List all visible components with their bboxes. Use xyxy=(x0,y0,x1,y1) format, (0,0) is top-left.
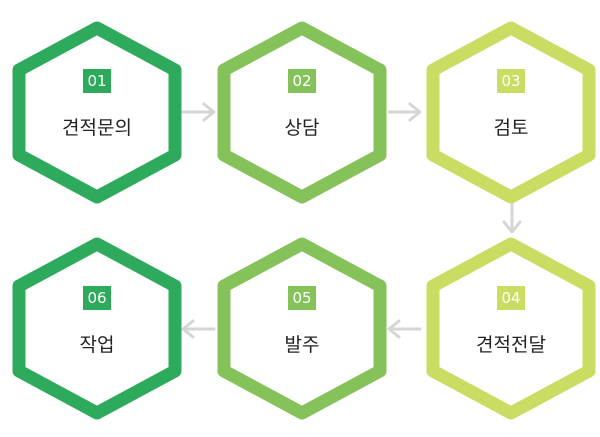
step-5-label: 발주 xyxy=(285,334,320,356)
arrow-down-icon xyxy=(502,198,522,234)
step-6-label: 작업 xyxy=(80,334,115,356)
arrow-right-icon xyxy=(387,102,422,122)
step-2-number-badge xyxy=(288,69,316,93)
step-1-label: 견적문의 xyxy=(62,117,132,139)
step-4-hexagon xyxy=(426,237,596,420)
step-4: 04 견적전달 xyxy=(426,237,596,420)
step-5-number-badge xyxy=(288,286,316,310)
step-5: 05 발주 xyxy=(217,237,387,420)
step-1-number: 01 xyxy=(87,72,106,90)
step-4-number-badge xyxy=(497,286,525,310)
step-3-number-badge xyxy=(497,69,525,93)
step-5-hexagon xyxy=(217,237,387,420)
step-2-hexagon xyxy=(217,21,387,204)
step-6-number-badge xyxy=(83,286,111,310)
step-3-number: 03 xyxy=(501,72,520,90)
step-1: 01 견적문의 xyxy=(12,21,182,204)
step-1-number-badge xyxy=(83,69,111,93)
step-2: 02 상담 xyxy=(217,21,387,204)
step-6-number: 06 xyxy=(87,289,106,307)
step-6-hexagon xyxy=(12,237,182,420)
step-3: 03 검토 xyxy=(426,21,596,204)
step-4-label: 견적전달 xyxy=(476,334,546,356)
step-5-number: 05 xyxy=(292,289,311,307)
step-4-number: 04 xyxy=(501,289,520,307)
step-2-label: 상담 xyxy=(285,117,320,139)
arrow-left-icon xyxy=(387,319,422,339)
step-3-label: 검토 xyxy=(494,117,529,139)
step-1-hexagon xyxy=(12,21,182,204)
connectors xyxy=(181,102,522,339)
step-2-number: 02 xyxy=(292,72,311,90)
arrow-right-icon xyxy=(181,102,216,122)
step-6: 06 작업 xyxy=(12,237,182,420)
arrow-left-icon xyxy=(181,319,216,339)
step-3-hexagon xyxy=(426,21,596,204)
